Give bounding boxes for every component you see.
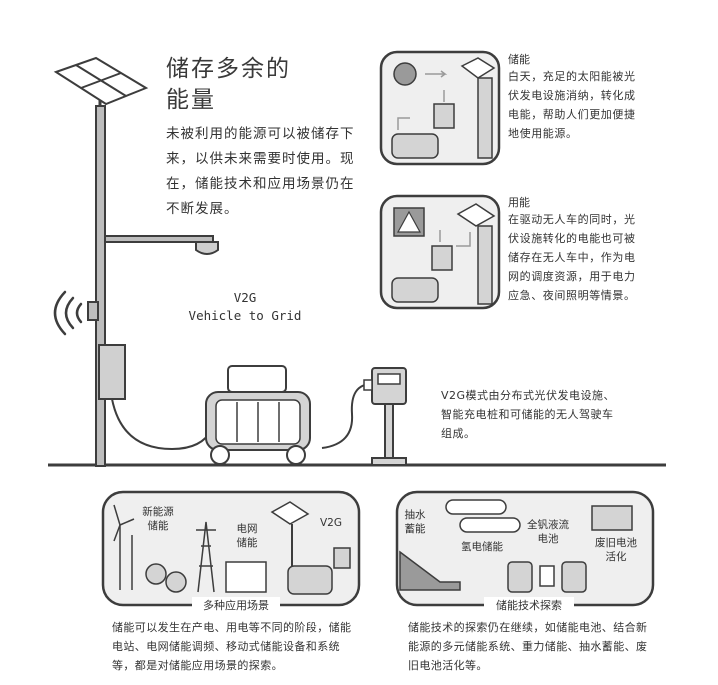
- v2g-abbrev: V2G: [233, 290, 257, 305]
- label-vanadium: 全钒液流电池: [527, 519, 569, 545]
- storage-heading: 储能: [508, 53, 530, 66]
- label-renewable: 新能源储能: [142, 506, 174, 532]
- label-grid: 电网储能: [236, 523, 258, 549]
- usage-section: 用能 在驱动无人车的同时，光伏设施转化的电能也可被储存在无人车中，作为电网的调度…: [508, 194, 640, 305]
- solar-panel-icon: [53, 56, 149, 110]
- title-line-2: 能量: [166, 87, 216, 113]
- intro-text: 未被利用的能源可以被储存下来，以供未来需要时使用。现在，储能技术和应用场景仍在不…: [166, 126, 355, 217]
- label-v2g: V2G: [320, 517, 342, 529]
- usage-text: 在驱动无人车的同时，光伏设施转化的电能也可被储存在无人车中，作为电网的调度资源，…: [508, 213, 636, 302]
- usage-diagram: [379, 194, 501, 310]
- applications-panel: [101, 490, 361, 607]
- tab-technologies: 储能技术探索: [484, 597, 574, 613]
- technologies-panel: [395, 490, 655, 607]
- v2g-description: V2G模式由分布式光伏发电设施、智能充电桩和可储能的无人驾驶车组成。: [441, 389, 616, 440]
- applications-caption: 储能可以发生在产电、用电等不同的阶段，储能电站、电网储能调频、移动式储能设备和系…: [112, 621, 352, 672]
- storage-section: 储能 白天，充足的太阳能被光伏发电设施消纳，转化成电能，帮助人们更加便捷地使用能…: [508, 51, 640, 143]
- storage-diagram: [379, 50, 501, 166]
- title-line-1: 储存多余的: [166, 56, 291, 82]
- technologies-caption: 储能技术的探索仍在继续，如储能电池、结合新能源的多元储能系统、重力储能、抽水蓄能…: [408, 621, 648, 672]
- charging-pile-icon: [321, 367, 407, 466]
- label-recycle: 废旧电池活化: [595, 537, 637, 563]
- v2g-label: V2G Vehicle to Grid: [180, 289, 310, 325]
- usage-heading: 用能: [508, 196, 530, 209]
- page-title: 储存多余的 能量: [166, 54, 316, 116]
- street-light-pole: [87, 105, 219, 467]
- signal-waves-icon: [53, 290, 83, 336]
- v2g-full: Vehicle to Grid: [188, 308, 302, 323]
- tab-applications: 多种应用场景: [192, 597, 280, 613]
- label-pumped: 抽水蓄能: [404, 509, 426, 535]
- label-hydrogen: 氢电储能: [461, 541, 503, 553]
- vehicle-icon: [205, 365, 311, 465]
- storage-text: 白天，充足的太阳能被光伏发电设施消纳，转化成电能，帮助人们更加便捷地使用能源。: [508, 70, 636, 140]
- cable-pole: [111, 398, 213, 451]
